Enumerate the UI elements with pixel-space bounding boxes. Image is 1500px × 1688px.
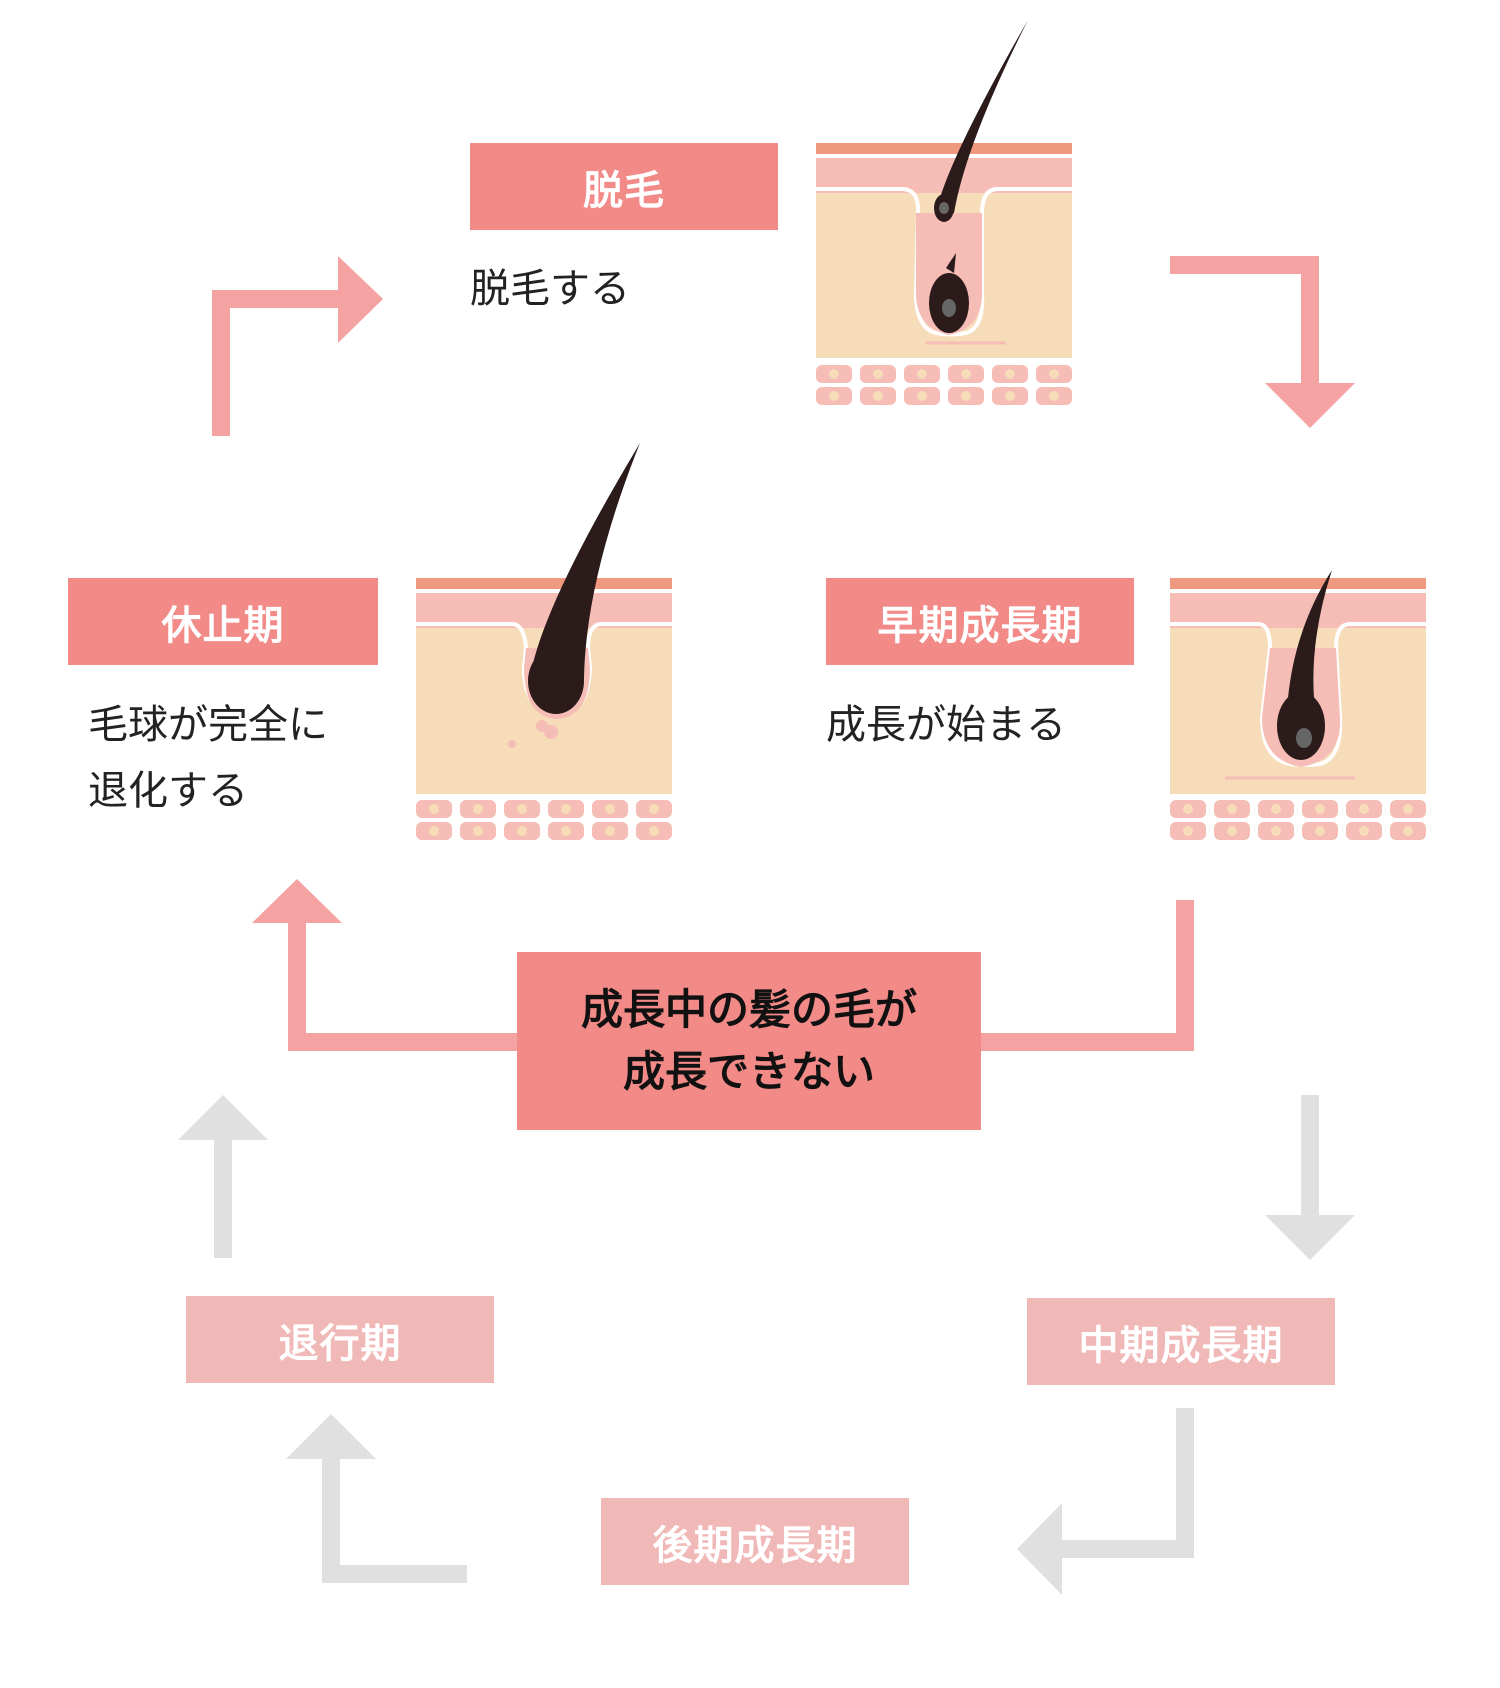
hair-follicle-icon-datsumou (816, 20, 1072, 405)
center-message-box: 成長中の髪の毛が 成長できない (517, 952, 981, 1130)
hair-follicle-icon-souki (1170, 570, 1426, 840)
faded-arrowhead-up-left-icon (178, 1095, 268, 1140)
arrow-center-left (288, 920, 517, 1051)
stage-label-koki: 後期成長期 (601, 1498, 909, 1585)
desc-line: 退化する (88, 768, 248, 814)
faded-arrow-chuki-to-koki (1060, 1408, 1194, 1558)
faded-arrowhead-down-icon (1265, 1215, 1355, 1260)
stage-desc-kyushi: 毛球が完全に 退化する (88, 692, 328, 824)
desc-line: 脱毛する (470, 266, 630, 312)
arrowhead-right-icon (338, 256, 383, 343)
stage-desc-datsumou: 脱毛する (470, 256, 630, 322)
stage-label-datsumou: 脱毛 (470, 143, 778, 230)
faded-arrowhead-left-icon (1017, 1503, 1062, 1595)
desc-line: 成長が始まる (826, 702, 1066, 748)
stage-desc-souki: 成長が始まる (826, 692, 1066, 758)
stage-label-chuki: 中期成長期 (1027, 1298, 1335, 1385)
stage-label-text: 中期成長期 (1078, 1322, 1284, 1369)
arrow-datsumou-to-souki (1170, 256, 1319, 388)
stage-label-souki: 早期成長期 (826, 578, 1134, 665)
stage-label-text: 後期成長期 (652, 1522, 858, 1569)
center-line: 成長できない (622, 1047, 875, 1096)
faded-arrow-koki-to-taikou (322, 1455, 467, 1583)
stage-label-text: 脱毛 (583, 167, 665, 214)
hair-follicle-icon-kyushi (416, 443, 672, 840)
arrowhead-up-icon (252, 879, 342, 923)
arrow-center-right (981, 900, 1194, 1051)
stage-label-kyushi: 休止期 (68, 578, 378, 665)
arrowhead-down-icon (1265, 383, 1355, 428)
stage-label-taikou: 退行期 (186, 1296, 494, 1383)
center-line: 成長中の髪の毛が (580, 985, 917, 1034)
arrow-kyushi-to-datsumou (212, 290, 345, 436)
stage-label-text: 早期成長期 (877, 602, 1083, 649)
faded-arrowhead-up-icon (286, 1414, 376, 1459)
stage-label-text: 退行期 (278, 1320, 402, 1367)
desc-line: 毛球が完全に (88, 702, 328, 748)
stage-label-text: 休止期 (161, 602, 285, 649)
